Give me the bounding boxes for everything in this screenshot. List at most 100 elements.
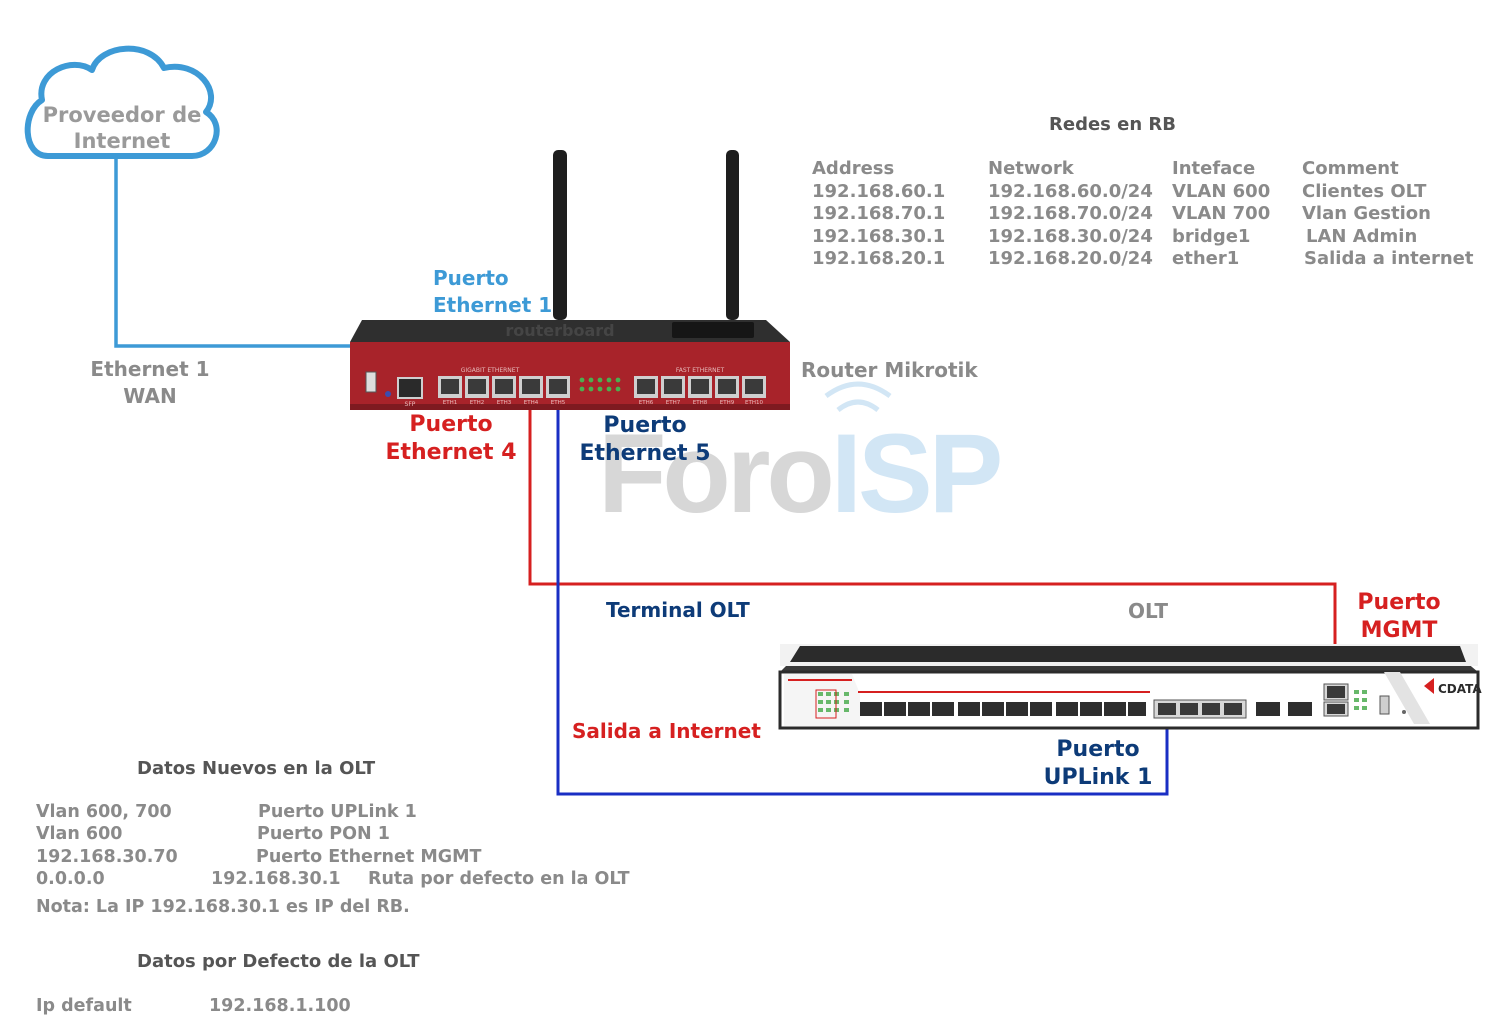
rb-cell: Clientes OLT	[1302, 180, 1427, 202]
ethernet1-wan-line1: Ethernet 1	[90, 357, 210, 381]
router-port-label: ETH2	[470, 400, 484, 406]
olt-label: OLT	[1128, 599, 1169, 623]
rb-cell: VLAN 700	[1172, 203, 1271, 224]
puerto-ethernet5-line2: Ethernet 5	[579, 441, 711, 466]
rb-cell: 192.168.30.0/24	[988, 225, 1153, 247]
olt-default-cell: Ip default	[36, 996, 132, 1016]
olt-new-cell: Ruta por defecto en la OLT	[368, 869, 630, 889]
rb-header-network: Network	[988, 158, 1074, 179]
olt-new-note: Nota: La IP 192.168.30.1 es IP del RB.	[36, 897, 410, 917]
router-status-leds	[579, 377, 621, 392]
router-name-label: Router Mikrotik	[801, 358, 978, 382]
router-port-label: ETH5	[551, 400, 566, 406]
cloud-label-line1: Proveedor de	[42, 103, 202, 127]
puerto-mgmt-label: Puerto MGMT	[1352, 589, 1446, 645]
svg-text:GIGABIT ETHERNET: GIGABIT ETHERNET	[461, 367, 520, 374]
rb-header-comment: Comment	[1302, 158, 1399, 179]
router-antenna-right	[726, 150, 739, 320]
watermark-foro: Foro	[598, 411, 835, 536]
router-brand-text: routerboard	[505, 321, 614, 340]
router-sfp-port	[397, 377, 423, 399]
puerto-ethernet1-label: Puerto Ethernet 1	[433, 265, 552, 319]
olt-sfp-1	[1256, 702, 1280, 716]
router-port-label: ETH10	[745, 400, 763, 406]
rb-col-comment: Comment Clientes OLT Vlan Gestion LAN Ad…	[1302, 158, 1473, 271]
olt-default-cell: 192.168.1.100	[209, 996, 351, 1016]
watermark: ForoISP	[598, 418, 1003, 530]
puerto-uplink-line2: UPLink 1	[1043, 765, 1153, 790]
olt-top	[790, 646, 1466, 662]
router-port-label: ETH3	[497, 400, 512, 406]
olt-new-cell: Vlan 600	[36, 824, 123, 844]
olt-new-cell: 0.0.0.0	[36, 869, 105, 889]
rb-cell: 192.168.60.0/24	[988, 180, 1153, 202]
rb-cell: 192.168.30.1	[812, 225, 946, 247]
mgmt-cable	[528, 386, 1337, 690]
salida-internet-label: Salida a Internet	[572, 719, 761, 743]
router-port-label: ETH7	[666, 400, 681, 406]
router-port-label: ETH4	[524, 400, 539, 406]
rb-networks-title: Redes en RB	[1049, 114, 1177, 135]
svg-text:FAST ETHERNET: FAST ETHERNET	[676, 367, 725, 374]
rb-cell: 192.168.20.0/24	[988, 248, 1153, 269]
olt-new-cell: 192.168.30.70	[36, 847, 178, 867]
uplink-cable	[556, 386, 1169, 796]
rb-networks-table: Address 192.168.60.1 192.168.70.1 192.16…	[812, 158, 1492, 274]
puerto-ethernet5-label: Puerto Ethernet 5	[578, 412, 712, 468]
rb-cell: LAN Admin	[1306, 225, 1418, 247]
olt-new-cell: Puerto PON 1	[257, 824, 390, 844]
puerto-ethernet1-line1: Puerto	[433, 266, 509, 290]
router-display	[672, 322, 754, 338]
puerto-ethernet4-label: Puerto Ethernet 4	[383, 411, 519, 467]
rb-cell: VLAN 600	[1172, 180, 1271, 202]
rb-cell: 192.168.60.1	[812, 180, 946, 202]
router-ports-fast	[634, 376, 766, 398]
rb-col-interface: Inteface VLAN 600 VLAN 700 bridge1 ether…	[1172, 158, 1270, 271]
ethernet1-wan-line2: WAN	[123, 384, 177, 408]
puerto-uplink-line1: Puerto	[1056, 737, 1140, 762]
rb-cell: 192.168.70.0/24	[988, 203, 1153, 224]
olt-new-cell: Vlan 600, 700	[36, 802, 172, 822]
olt-usb-port	[1379, 695, 1390, 715]
rb-cell: 192.168.20.1	[812, 248, 946, 269]
olt-default-data-title: Datos por Defecto de la OLT	[137, 951, 420, 972]
puerto-uplink-label: Puerto UPLink 1	[1040, 736, 1156, 792]
router-port-label: ETH1	[443, 400, 457, 406]
puerto-ethernet5-line1: Puerto	[603, 413, 687, 438]
svg-text:SFP: SFP	[405, 401, 416, 408]
olt-new-row: Vlan 600, 700	[36, 801, 172, 824]
olt-body	[778, 670, 1480, 730]
puerto-ethernet1-line2: Ethernet 1	[433, 293, 553, 317]
router-antenna-left	[553, 150, 567, 320]
svg-text:CDATA: CDATA	[1438, 682, 1482, 696]
olt-mgmt-port	[1327, 686, 1345, 698]
puerto-mgmt-line1: Puerto	[1357, 590, 1441, 615]
olt-sfp-2	[1288, 702, 1312, 716]
rb-cell: Salida a internet	[1304, 248, 1474, 269]
watermark-isp: ISP	[830, 411, 1004, 536]
olt-new-cell: Puerto UPLink 1	[258, 802, 417, 822]
router-port-label: ETH9	[720, 400, 735, 406]
olt-new-cell: 192.168.30.1	[211, 869, 341, 889]
puerto-ethernet4-line2: Ethernet 4	[385, 440, 517, 465]
router-usb-port	[365, 371, 377, 393]
router-ports-gigabit	[438, 376, 570, 398]
olt-new-cell: Puerto Ethernet MGMT	[256, 847, 482, 867]
rb-cell: 192.168.70.1	[812, 203, 946, 224]
cloud-label: Proveedor de Internet	[34, 102, 210, 154]
rb-col-network: Network 192.168.60.0/24 192.168.70.0/24 …	[988, 158, 1153, 271]
ethernet1-wan-label: Ethernet 1 WAN	[90, 356, 210, 410]
router-port-label: ETH6	[639, 400, 654, 406]
rb-cell: Vlan Gestion	[1302, 203, 1431, 224]
terminal-olt-label: Terminal OLT	[606, 598, 750, 622]
rb-header-address: Address	[812, 158, 895, 179]
router-port-label: ETH8	[693, 400, 708, 406]
olt-new-data-title: Datos Nuevos en la OLT	[137, 758, 376, 779]
olt-uplink-ports	[1153, 699, 1247, 719]
rb-header-interface: Inteface	[1172, 158, 1256, 179]
olt-brand-logo: CDATA	[1424, 678, 1482, 696]
